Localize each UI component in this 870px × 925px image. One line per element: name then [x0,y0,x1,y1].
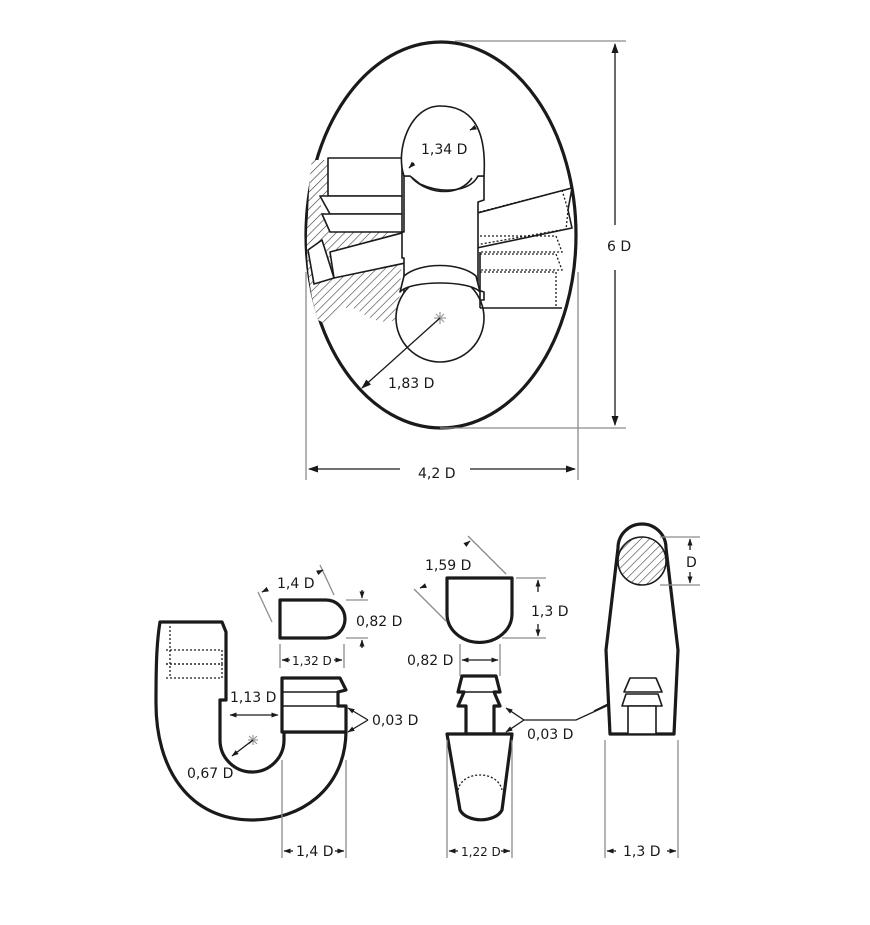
clearance-callout-right: 0,03 D [505,697,625,743]
main-link-pin-tip [307,239,335,285]
half-link-outline [154,620,348,822]
main-link-pin-head-radius-label: 1,34 D [421,142,467,158]
half-link-stud [280,676,348,734]
plug-hatched-section [617,536,667,586]
stud-diagonal-label: 1,4 D [277,576,315,592]
main-link-stud-lower-plate [319,195,403,215]
main-link-stud-upper [327,157,403,197]
pin-head-height-label: 1,3 D [531,604,569,620]
main-link-stud-lower-plate-2 [321,213,403,233]
main-link-length-label: 6 D [607,239,631,255]
pin-neck-width-label: 0,82 D [407,653,453,669]
half-link: 1,13 D 0,67 D 1,4 D [154,620,348,860]
stud-piece: 1,4 D 0,82 D 1,32 D [257,564,402,668]
stud-width-label: 1,32 D [292,654,332,668]
plug-width-label: 1,3 D [623,844,661,860]
pin-body-width-label: 1,22 D [461,845,501,859]
stud-height-label: 0,82 D [356,614,402,630]
main-link: 1,34 D 1,83 D 6 D 4,2 D [304,40,631,482]
plug-diameter-label: D [686,555,697,571]
main-link-width-label: 4,2 D [418,466,456,482]
pin-body-outline [445,732,514,822]
pin-head-outline [445,576,514,645]
half-link-inner-gap-label: 1,13 D [230,690,276,706]
clearance-label-right: 0,03 D [527,727,573,743]
pin-stud-end [456,674,502,736]
clearance-label-left: 0,03 D [372,713,418,729]
half-link-inner-radius-label: 0,67 D [187,766,233,782]
half-link-width-label: 1,4 D [296,844,334,860]
pin-piece: 1,59 D 1,3 D 0,82 D 1,22 D [407,535,569,859]
main-link-inner-radius-label: 1,83 D [388,376,434,392]
main-link-hatched-section [306,160,402,324]
pin-head-diagonal-label: 1,59 D [425,558,471,574]
plug-piece: D 1,3 D [604,522,700,860]
stud-outline [278,598,347,640]
clearance-callout-left: 0,03 D [347,707,418,733]
